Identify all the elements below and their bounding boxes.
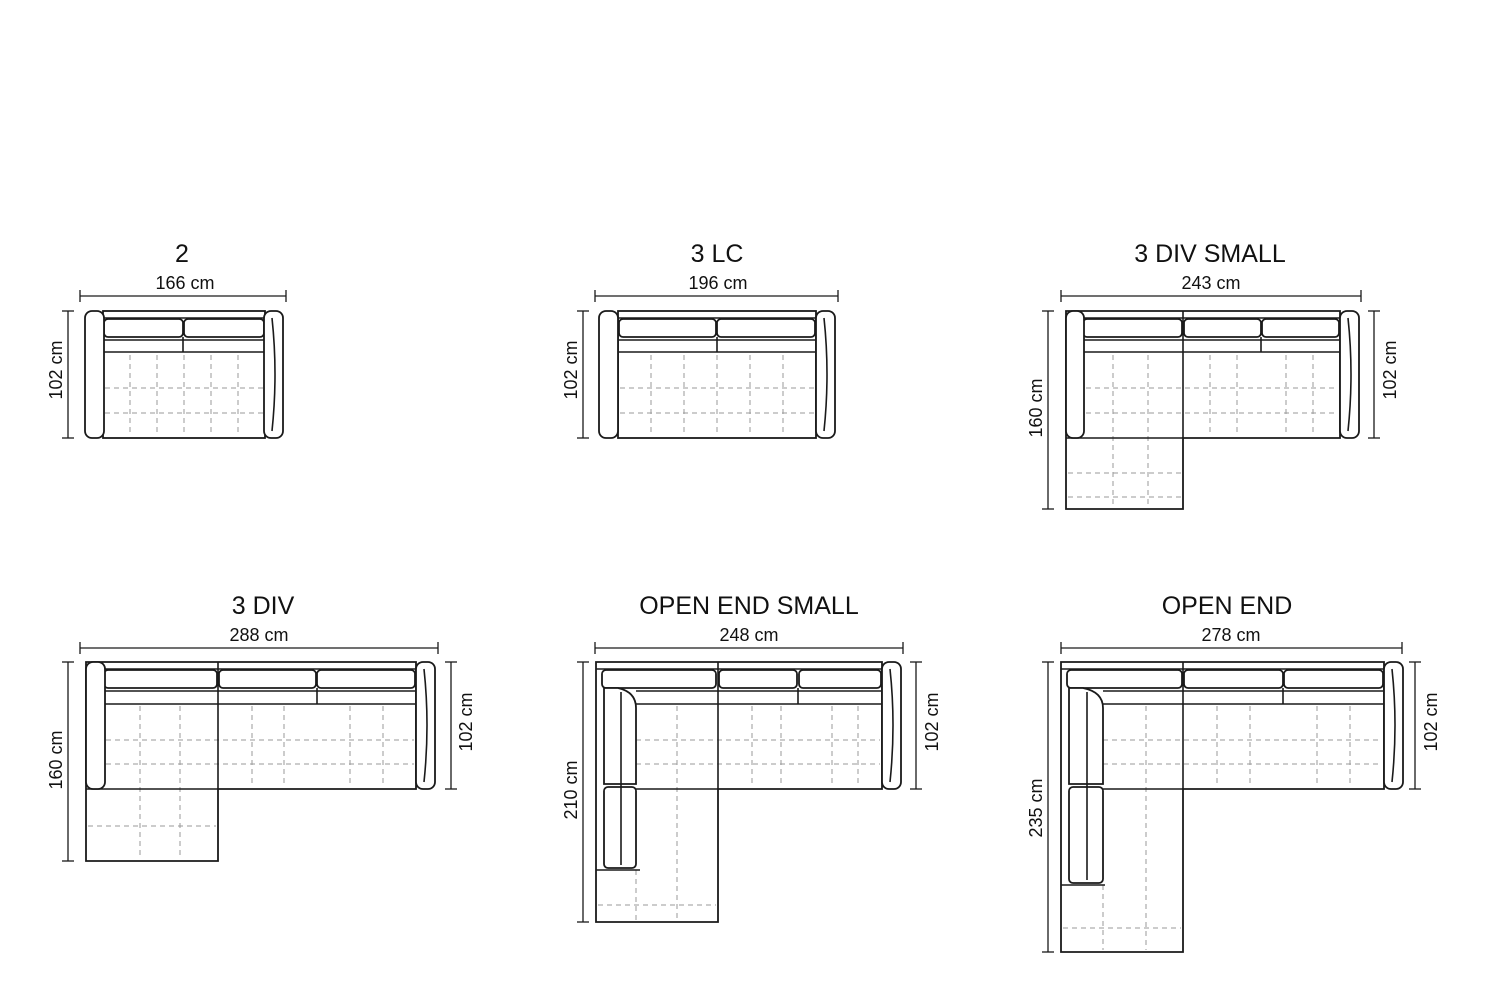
back-cushion — [718, 669, 798, 689]
side-back-cushion — [603, 687, 637, 785]
sofa-open-end: OPEN END 278 cm 235 cm 102 cm — [1026, 592, 1441, 953]
sofa-plan — [1065, 310, 1360, 510]
armrest-right — [815, 310, 836, 439]
armrest-left — [1065, 310, 1085, 439]
sofa-plan — [1060, 661, 1404, 953]
armrest-left — [84, 310, 105, 439]
depth-label-left: 160 cm — [1026, 378, 1046, 437]
width-label: 288 cm — [229, 625, 288, 645]
width-dimension: 243 cm — [1060, 273, 1362, 302]
width-dimension: 166 cm — [79, 273, 287, 302]
grid-dashes — [598, 706, 880, 920]
sofa-title: OPEN END — [1162, 592, 1293, 620]
grid-dashes — [1063, 706, 1382, 950]
depth-label: 102 cm — [46, 340, 66, 399]
back-cushion — [1183, 669, 1284, 689]
armrest-left — [598, 310, 619, 439]
back-cushion — [1082, 318, 1183, 338]
depth-label-left: 160 cm — [46, 730, 66, 789]
depth-label-left: 235 cm — [1026, 778, 1046, 837]
side-back-cushion — [1068, 687, 1104, 785]
width-label: 248 cm — [719, 625, 778, 645]
armrest-right — [1339, 310, 1360, 439]
sofa-title: 3 DIV — [232, 592, 295, 620]
sofa-3-div-small: 3 DIV SMALL 243 cm 160 cm 102 cm — [1026, 240, 1400, 510]
width-dimension: 196 cm — [594, 273, 839, 302]
depth-dimension-left: 102 cm — [561, 310, 589, 439]
width-dimension: 278 cm — [1060, 625, 1403, 654]
sofa-3-div: 3 DIV 288 cm 160 cm 102 cm — [46, 592, 476, 862]
depth-label-right: 102 cm — [456, 692, 476, 751]
depth-label: 102 cm — [561, 340, 581, 399]
depth-label-left: 210 cm — [561, 760, 581, 819]
sofa-plan — [84, 310, 284, 439]
back-cushion — [601, 669, 717, 689]
back-cushion — [1261, 318, 1340, 338]
sofa-title: 2 — [175, 240, 189, 268]
grid-dashes — [620, 355, 814, 436]
depth-dimension-left: 102 cm — [46, 310, 74, 439]
sofa-title: 3 LC — [691, 240, 744, 268]
depth-label-right: 102 cm — [1380, 340, 1400, 399]
back-cushion — [183, 318, 265, 338]
armrest-right — [881, 661, 902, 790]
depth-label-right: 102 cm — [922, 692, 942, 751]
width-label: 278 cm — [1201, 625, 1260, 645]
depth-dimension-right: 102 cm — [910, 661, 942, 790]
grid-dashes — [1068, 355, 1338, 507]
depth-dimension-right: 102 cm — [445, 661, 476, 790]
depth-dimension-right: 102 cm — [1368, 310, 1400, 439]
depth-dimension-left: 210 cm — [561, 661, 589, 923]
side-back-cushion — [1068, 786, 1104, 884]
back-cushion — [618, 318, 717, 338]
width-label: 243 cm — [1181, 273, 1240, 293]
sofa-plan — [595, 661, 902, 923]
depth-dimension-left: 235 cm — [1026, 661, 1054, 953]
armrest-right — [263, 310, 284, 439]
side-back-cushion — [603, 786, 637, 869]
width-dimension: 288 cm — [79, 625, 439, 654]
sofa-title: OPEN END SMALL — [639, 592, 859, 620]
width-label: 166 cm — [155, 273, 214, 293]
width-label: 196 cm — [688, 273, 747, 293]
back-cushion — [798, 669, 882, 689]
armrest-right — [415, 661, 436, 790]
back-cushion — [716, 318, 816, 338]
depth-dimension-left: 160 cm — [46, 661, 74, 862]
depth-label-right: 102 cm — [1421, 692, 1441, 751]
back-cushion — [103, 669, 218, 689]
depth-dimension-left: 160 cm — [1026, 310, 1054, 510]
sofa-title: 3 DIV SMALL — [1134, 240, 1286, 268]
sofa-2: 2 166 cm 102 cm — [46, 240, 287, 439]
back-cushion — [1183, 318, 1262, 338]
grid-dashes — [105, 355, 263, 436]
width-dimension: 248 cm — [594, 625, 904, 654]
back-cushion — [218, 669, 317, 689]
grid-dashes — [88, 706, 414, 859]
sofa-plan — [85, 661, 436, 862]
sofa-plan — [598, 310, 836, 439]
armrest-left — [85, 661, 106, 790]
back-cushion — [103, 318, 184, 338]
sofa-3-lc: 3 LC 196 cm 102 cm — [561, 240, 839, 439]
depth-dimension-right: 102 cm — [1409, 661, 1441, 790]
back-cushion — [1066, 669, 1183, 689]
sofa-open-end-small: OPEN END SMALL 248 cm 210 cm 102 cm — [561, 592, 942, 923]
armrest-right — [1383, 661, 1404, 790]
back-cushion — [1283, 669, 1384, 689]
back-cushion — [316, 669, 416, 689]
